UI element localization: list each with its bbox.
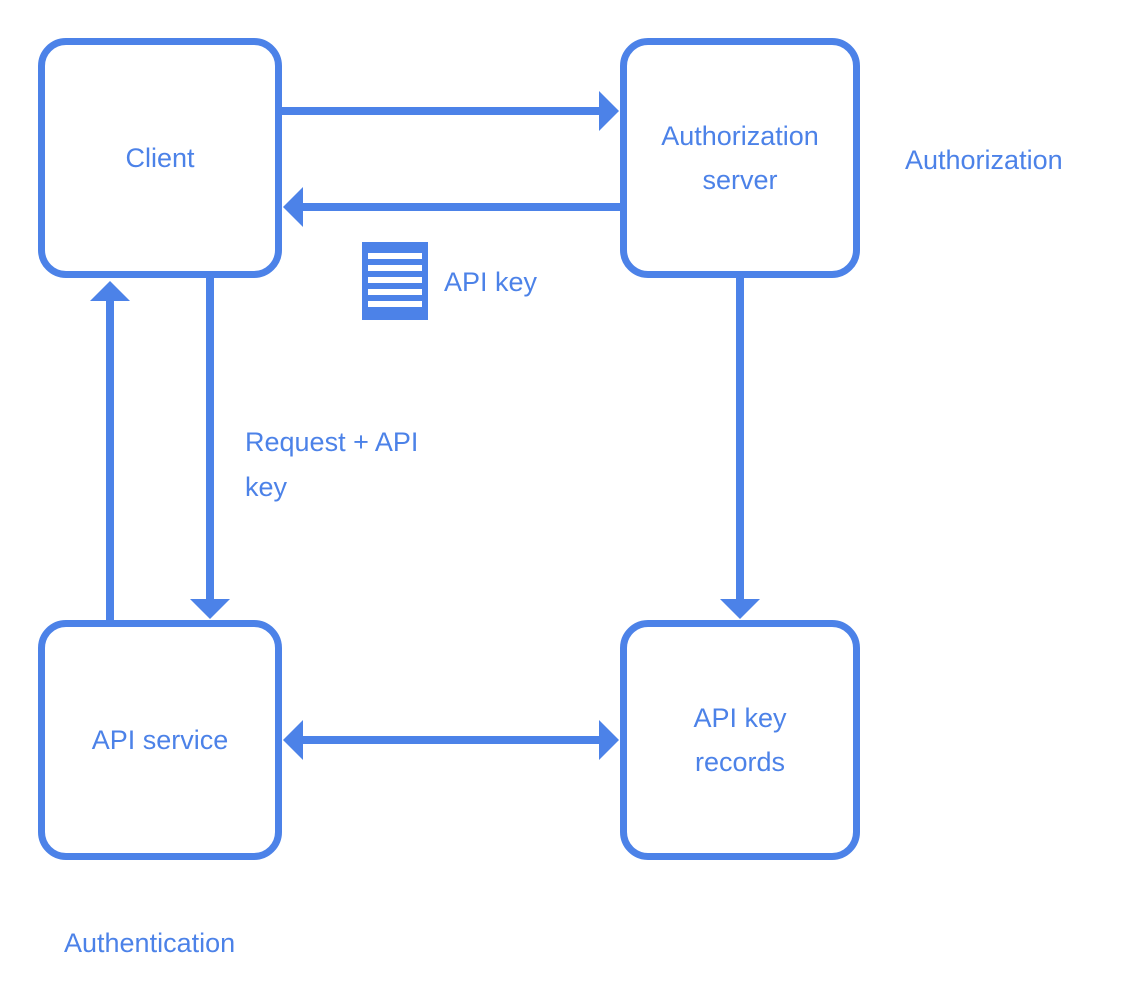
node-authorization-server: Authorization server: [620, 38, 860, 278]
node-api-service: API service: [38, 620, 282, 860]
arrow-api-service-to-client: [90, 281, 130, 624]
arrow-auth-server-to-api-key-records: [720, 274, 760, 619]
authorization-label: Authorization: [905, 145, 1063, 175]
node-client-label: Client: [125, 143, 195, 173]
node-authorization-server-label: Authorization server: [661, 121, 819, 195]
node-api-service-label: API service: [91, 725, 229, 755]
arrow-auth-server-to-client: [283, 187, 622, 227]
node-api-key-records: API key records: [620, 620, 860, 860]
node-client: Client: [38, 38, 282, 278]
arrow-client-to-api-service: [190, 274, 230, 619]
request-api-key-label: Request + API key: [245, 427, 419, 502]
node-api-key-records-label: API key records: [693, 703, 787, 777]
arrow-api-service-api-key-records: [283, 720, 619, 760]
api-key-document-icon: [362, 242, 428, 320]
authentication-label: Authentication: [64, 928, 236, 958]
api-key-label: API key: [444, 267, 538, 297]
arrow-client-to-auth-server: [278, 91, 619, 131]
